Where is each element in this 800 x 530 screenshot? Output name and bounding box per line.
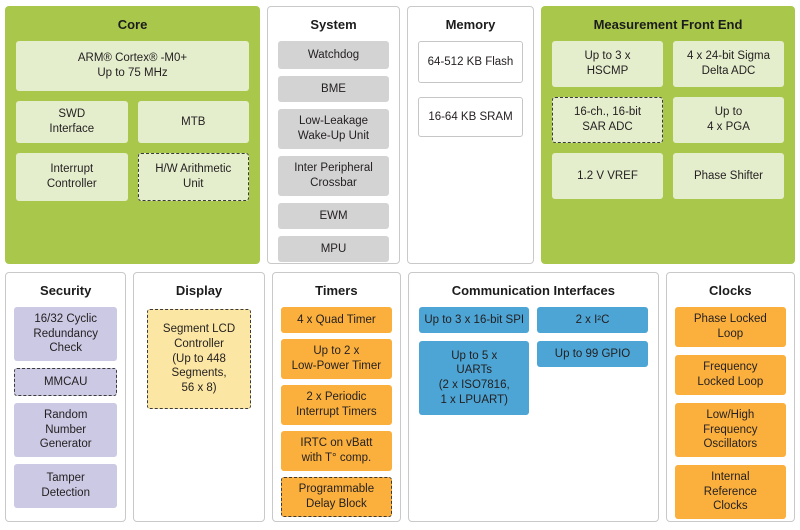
block-pll: Phase Locked Loop — [674, 307, 786, 347]
section-core-title: Core — [117, 17, 148, 32]
block-internal-reference-clocks: Internal Reference Clocks — [674, 465, 786, 519]
mfe-grid: Up to 3 x HSCMP 4 x 24-bit Sigma Delta A… — [552, 41, 784, 199]
block-periodic-interrupt-timers: 2 x Periodic Interrupt Timers — [280, 385, 393, 425]
section-memory: Memory 64-512 KB Flash 16-64 KB SRAM — [407, 6, 534, 264]
section-clocks: Clocks Phase Locked Loop Frequency Locke… — [665, 272, 795, 522]
block-sar-adc: 16-ch., 16-bit SAR ADC — [552, 97, 663, 143]
section-measurement-front-end: Measurement Front End Up to 3 x HSCMP 4 … — [541, 6, 795, 264]
block-bme: BME — [278, 76, 389, 102]
block-gpio: Up to 99 GPIO — [537, 341, 648, 367]
block-i2c: 2 x I²C — [537, 307, 648, 333]
block-low-power-timer: Up to 2 x Low-Power Timer — [280, 339, 393, 379]
block-ewm: EWM — [278, 203, 389, 229]
section-core: Core ARM® Cortex® -M0+ Up to 75 MHz SWD … — [5, 6, 260, 264]
block-arm-cortex-m0plus: ARM® Cortex® -M0+ Up to 75 MHz — [16, 41, 249, 91]
core-grid: SWD Interface MTB Interrupt Controller H… — [16, 101, 249, 201]
block-vref: 1.2 V VREF — [552, 153, 663, 199]
block-irtc: IRTC on vBatt with T° comp. — [280, 431, 393, 471]
block-segment-lcd-controller: Segment LCD Controller (Up to 448 Segmen… — [147, 309, 252, 409]
block-inter-peripheral-crossbar: Inter Peripheral Crossbar — [278, 156, 389, 196]
section-system-title: System — [310, 17, 357, 32]
section-security: Security 16/32 Cyclic Redundancy Check M… — [5, 272, 127, 522]
block-mmcau: MMCAU — [14, 368, 118, 396]
section-display-title: Display — [175, 283, 223, 298]
block-watchdog: Watchdog — [278, 41, 389, 69]
section-comm-title: Communication Interfaces — [451, 283, 615, 298]
section-display: Display Segment LCD Controller (Up to 44… — [133, 272, 265, 522]
section-mfe-title: Measurement Front End — [593, 17, 743, 32]
block-quad-timer: 4 x Quad Timer — [280, 307, 393, 333]
section-timers: Timers 4 x Quad Timer Up to 2 x Low-Powe… — [271, 272, 402, 522]
top-row: Core ARM® Cortex® -M0+ Up to 75 MHz SWD … — [0, 6, 800, 264]
block-flash: 64-512 KB Flash — [418, 41, 523, 83]
section-system: System Watchdog BME Low-Leakage Wake-Up … — [267, 6, 400, 264]
block-interrupt-controller: Interrupt Controller — [16, 153, 128, 201]
block-crc: 16/32 Cyclic Redundancy Check — [14, 307, 118, 361]
block-sram: 16-64 KB SRAM — [418, 97, 523, 137]
section-timers-title: Timers — [315, 283, 358, 298]
block-mpu: MPU — [278, 236, 389, 262]
block-swd-interface: SWD Interface — [16, 101, 128, 143]
block-hw-arithmetic-unit: H/W Arithmetic Unit — [137, 153, 249, 201]
block-rng: Random Number Generator — [14, 403, 118, 457]
block-uarts: Up to 5 x UARTs (2 x ISO7816, 1 x LPUART… — [419, 341, 530, 415]
block-tamper-detection: Tamper Detection — [14, 464, 118, 508]
block-programmable-delay-block: Programmable Delay Block — [280, 477, 393, 517]
block-fll: Frequency Locked Loop — [674, 355, 786, 395]
bottom-row: Security 16/32 Cyclic Redundancy Check M… — [0, 272, 800, 522]
block-hscmp: Up to 3 x HSCMP — [552, 41, 663, 87]
comm-grid: Up to 3 x 16-bit SPI 2 x I²C Up to 5 x U… — [419, 307, 648, 415]
block-pga: Up to 4 x PGA — [673, 97, 784, 143]
block-oscillators: Low/High Frequency Oscillators — [674, 403, 786, 457]
section-clocks-title: Clocks — [709, 283, 752, 298]
section-memory-title: Memory — [445, 17, 496, 32]
block-spi: Up to 3 x 16-bit SPI — [419, 307, 530, 333]
section-security-title: Security — [40, 283, 92, 298]
block-llwu: Low-Leakage Wake-Up Unit — [278, 109, 389, 149]
section-communication-interfaces: Communication Interfaces Up to 3 x 16-bi… — [408, 272, 659, 522]
block-phase-shifter: Phase Shifter — [673, 153, 784, 199]
block-mtb: MTB — [137, 101, 249, 143]
block-sigma-delta-adc: 4 x 24-bit Sigma Delta ADC — [673, 41, 784, 87]
